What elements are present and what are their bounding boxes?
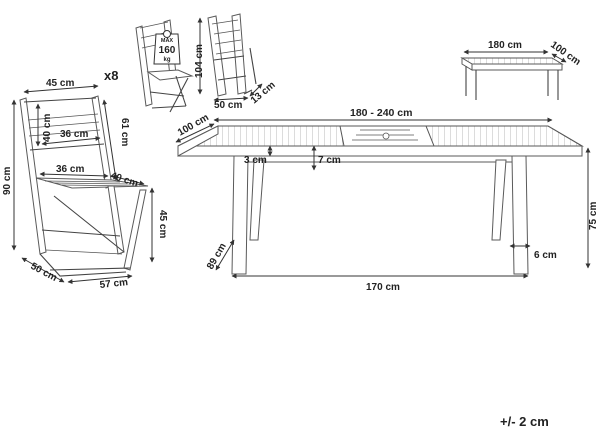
table-leg-span-label: 170 cm (366, 282, 400, 293)
chair-top-width-label: 45 cm (46, 78, 74, 89)
chair-seat-height-label: 45 cm (157, 210, 168, 238)
folded-chair-height-label: 104 cm (194, 44, 205, 78)
chair-total-height-label: 90 cm (2, 167, 13, 195)
small-table-drawing (460, 57, 564, 100)
table-apron-label: 7 cm (318, 155, 341, 166)
extendable-table-drawing (177, 125, 585, 275)
table-top-thickness-label: 3 cm (244, 155, 267, 166)
max-load-badge: MAX 160 kg (153, 30, 181, 65)
chair-dimension-lines (11, 83, 155, 285)
small-table-length-label: 180 cm (488, 40, 522, 51)
table-leg-width-label: 6 cm (534, 250, 557, 261)
chair-base-depth-label: 50 cm (29, 261, 59, 284)
chair-back-width-label: 36 cm (60, 129, 88, 140)
folding-chair-drawing (19, 95, 149, 277)
max-load-unit-label: kg (163, 57, 170, 63)
max-load-value-label: 160 (159, 45, 176, 56)
table-height-label: 75 cm (588, 202, 599, 230)
chair-back-inner-height-label: 40 cm (42, 114, 53, 142)
max-load-top-label: MAX (161, 38, 174, 44)
folded-chair-width-label: 50 cm (214, 100, 242, 111)
tolerance-label: +/- 2 cm (500, 414, 549, 429)
table-leg-depth-label: 89 cm (205, 241, 229, 271)
extendable-table-dimension-lines (175, 117, 591, 279)
small-table-dimension-lines (463, 49, 567, 63)
chair-quantity-label: x8 (104, 68, 118, 83)
chair-seat-width-label: 36 cm (56, 164, 84, 175)
chair-back-height-label: 61 cm (119, 118, 130, 146)
folded-chair-drawing (207, 13, 257, 97)
folded-chair-dimension-lines (197, 17, 263, 103)
chair-base-width-label: 57 cm (99, 277, 128, 291)
table-length-range-label: 180 - 240 cm (350, 107, 412, 119)
